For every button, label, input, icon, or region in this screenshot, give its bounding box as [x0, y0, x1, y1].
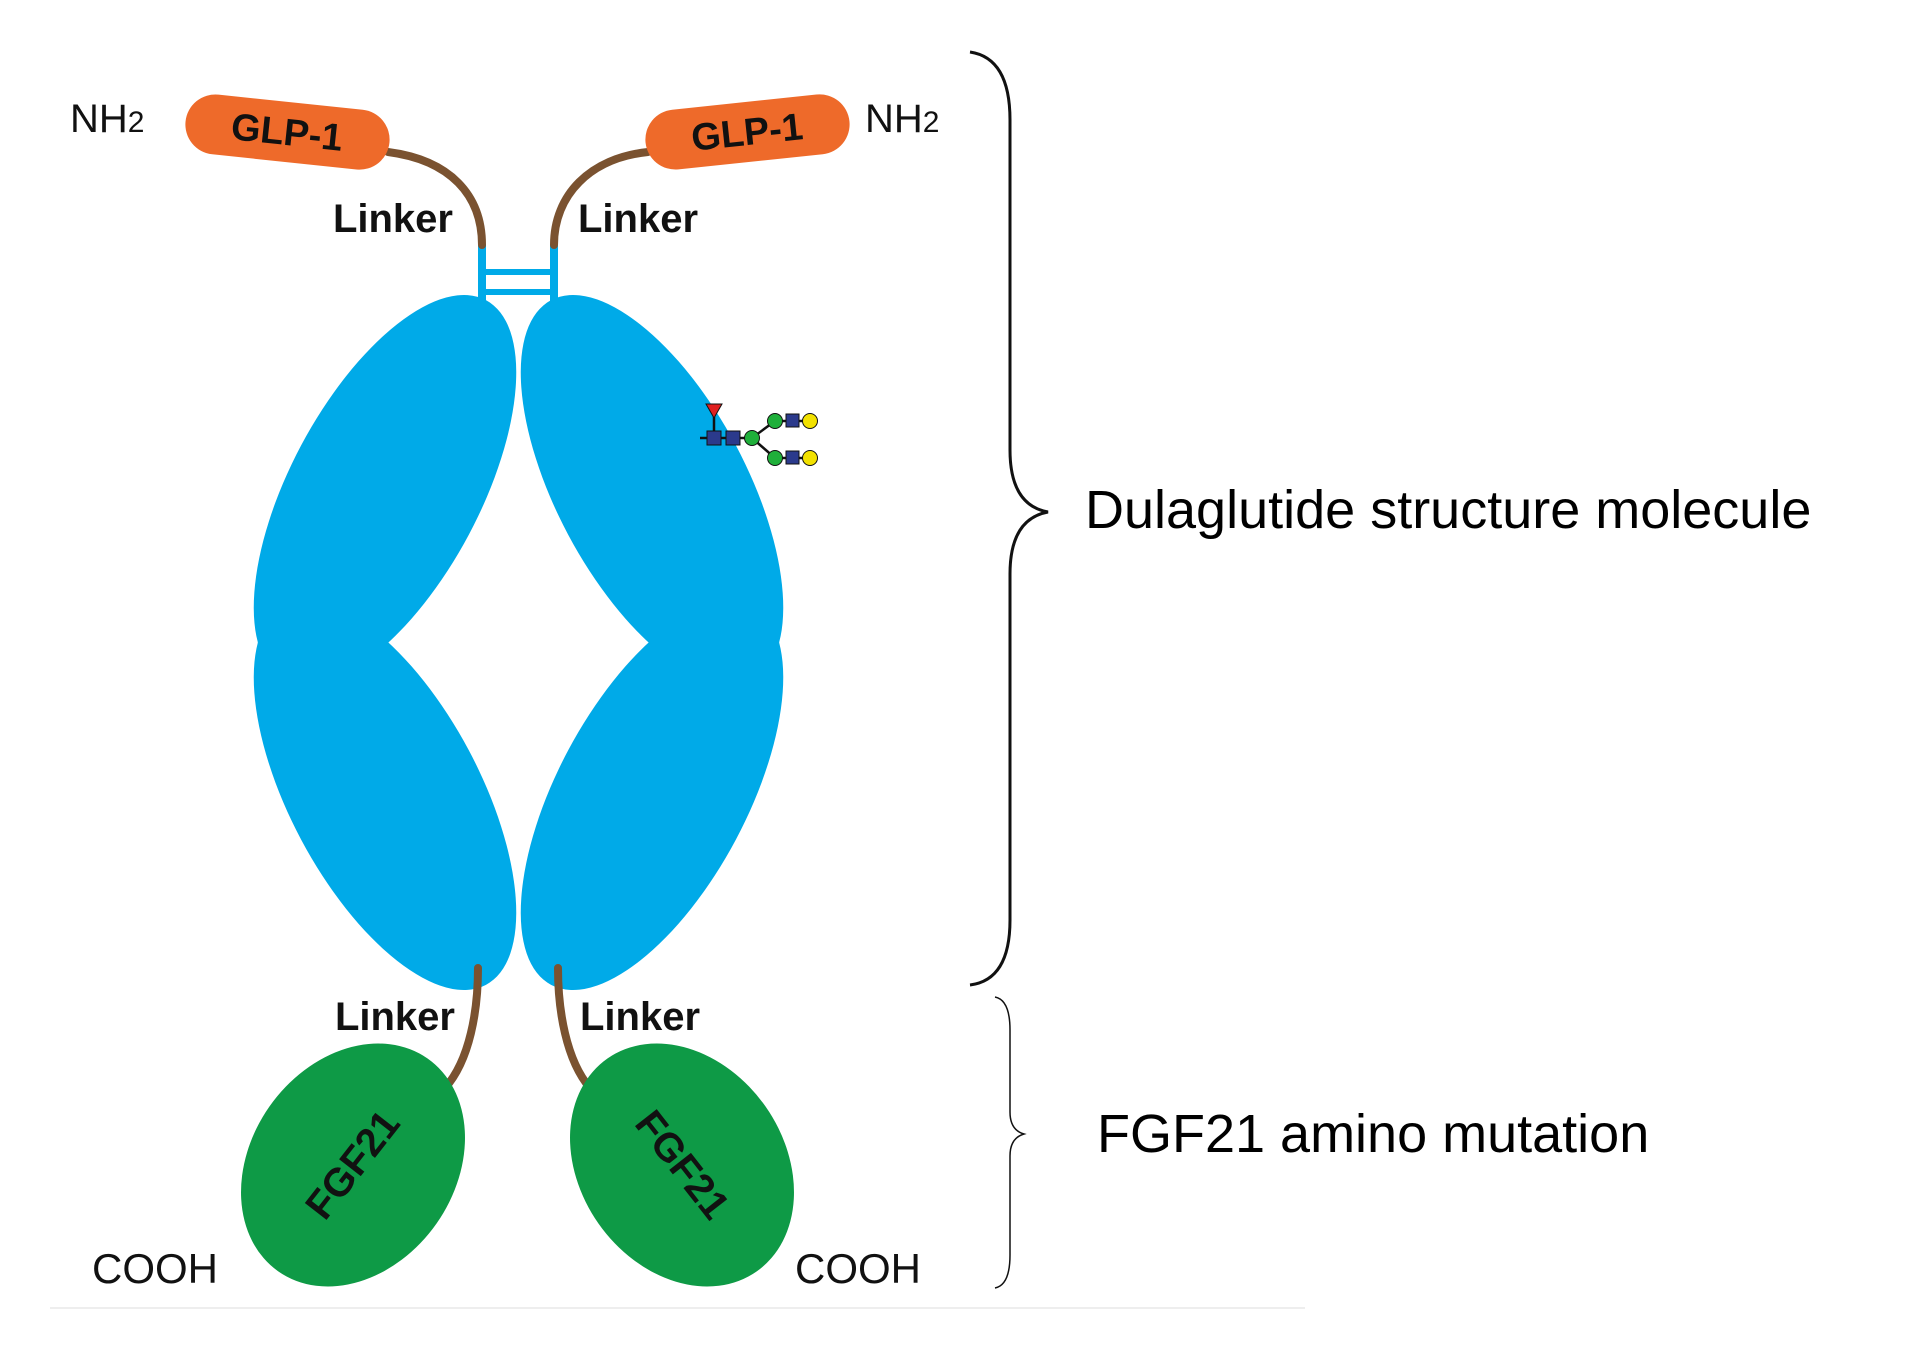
brace-dulaglutide — [969, 50, 1049, 987]
fc-ch2-right — [520, 294, 784, 686]
glcnac-icon — [785, 413, 800, 428]
linker-top-right-line — [550, 148, 652, 249]
cooh-left-label: COOH — [92, 1245, 218, 1292]
glcnac-icon — [785, 450, 800, 465]
mannose-icon — [744, 430, 760, 446]
glp1-left: GLP-1 — [185, 94, 390, 170]
fgf21-right: FGF21 — [570, 1043, 794, 1287]
brace-fgf21 — [994, 996, 1027, 1289]
fgf21-left: FGF21 — [241, 1043, 465, 1287]
glcnac-icon — [706, 430, 722, 446]
mannose-icon — [767, 413, 783, 429]
galactose-icon — [802, 450, 818, 466]
fucose-icon — [705, 403, 723, 420]
linker-bottom-left-line — [441, 964, 482, 1092]
linker-top-right-label: Linker — [578, 197, 698, 241]
glycan-icon — [700, 403, 818, 466]
bottom-linkers — [441, 964, 594, 1092]
linker-top-left-label: Linker — [333, 197, 453, 241]
linker-top-left-line — [384, 148, 486, 249]
glcnac-icon — [725, 430, 741, 446]
top-linkers — [384, 148, 652, 249]
glp1-right: GLP-1 — [645, 94, 850, 170]
nh2-left-label: NH2 — [70, 97, 144, 141]
linker-bottom-right-line — [554, 964, 594, 1092]
fc-domains — [253, 294, 784, 991]
linker-bottom-left-label: Linker — [335, 995, 455, 1039]
dulaglutide-annotation: Dulaglutide structure molecule — [1085, 480, 1811, 540]
mannose-icon — [767, 450, 783, 466]
nh2-right-label: NH2 — [865, 97, 939, 141]
cooh-right-label: COOH — [795, 1245, 921, 1292]
fc-ch3-left — [253, 599, 517, 991]
galactose-icon — [802, 413, 818, 429]
fc-ch2-left — [253, 294, 517, 686]
fc-ch3-right — [520, 599, 784, 991]
linker-bottom-right-label: Linker — [580, 995, 700, 1039]
fgf21-mutation-annotation: FGF21 amino mutation — [1097, 1104, 1649, 1164]
